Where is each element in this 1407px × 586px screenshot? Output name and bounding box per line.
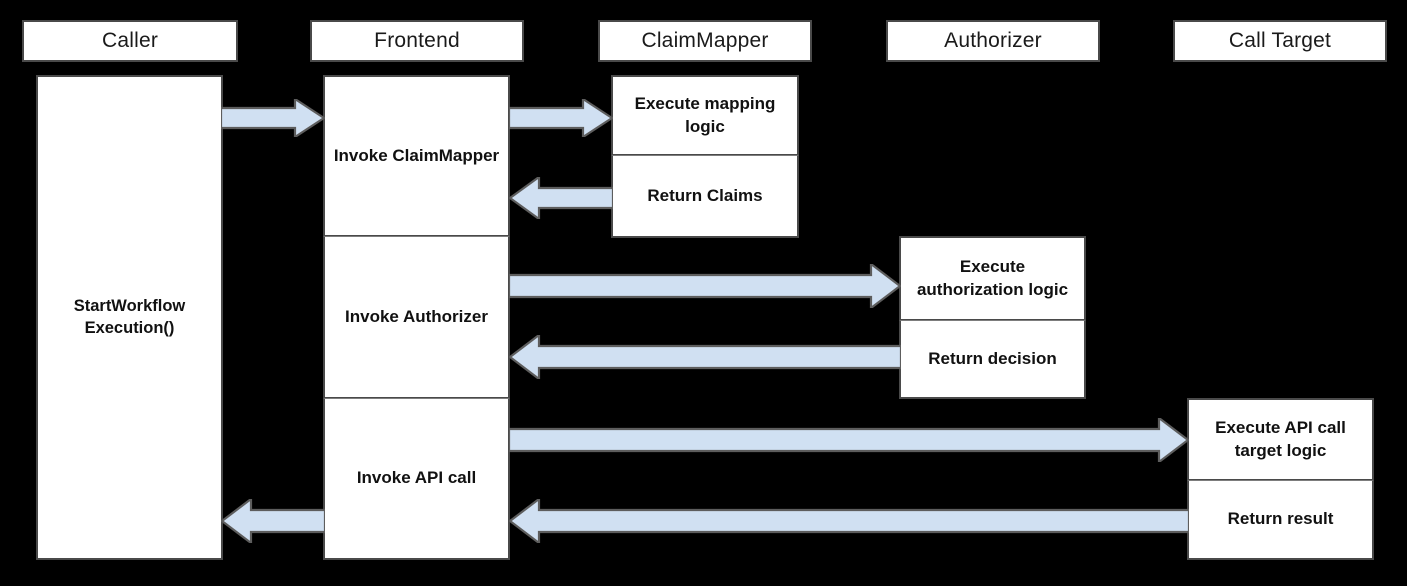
lane-header-authorizer-label: Authorizer xyxy=(944,29,1042,52)
activation-frontend-invoke-authorizer: Invoke Authorizer xyxy=(323,236,510,399)
activation-frontend-invoke-api-call: Invoke API call xyxy=(323,398,510,560)
activation-frontend-invoke-authorizer-label: Invoke Authorizer xyxy=(345,306,488,326)
activation-caller-startworkflow-label: StartWorkflow Execution() xyxy=(73,297,186,337)
activation-authorizer-execute-authorization-logic: Execute authorization logic xyxy=(899,236,1086,321)
message-arrow-caller-to-frontend xyxy=(221,99,325,137)
activation-claimmapper-execute-mapping-logic: Execute mapping logic xyxy=(611,75,799,156)
activation-authorizer-execute-authorization-logic-label: Execute authorization logic xyxy=(916,257,1069,299)
lane-header-calltarget: Call Target xyxy=(1173,20,1387,62)
message-arrow-frontend-to-caller xyxy=(221,499,325,543)
activation-frontend-invoke-claimmapper-label: Invoke ClaimMapper xyxy=(333,145,500,165)
activation-authorizer-return-decision: Return decision xyxy=(899,320,1086,399)
lane-header-claimmapper: ClaimMapper xyxy=(598,20,812,62)
activation-frontend-invoke-api-call-label: Invoke API call xyxy=(356,468,477,488)
activation-claimmapper-execute-mapping-logic-label: Execute mapping logic xyxy=(634,94,776,136)
activation-authorizer-return-decision-label: Return decision xyxy=(928,348,1057,368)
activation-calltarget-return-result: Return result xyxy=(1187,480,1374,560)
message-arrow-calltarget-to-frontend xyxy=(509,499,1189,543)
activation-calltarget-execute-api-call-target-logic-label: Execute API call target logic xyxy=(1215,418,1346,460)
lane-header-frontend-label: Frontend xyxy=(374,29,460,52)
activation-calltarget-execute-api-call-target-logic: Execute API call target logic xyxy=(1187,398,1374,481)
lane-header-caller-label: Caller xyxy=(101,29,159,52)
message-arrow-frontend-to-authorizer xyxy=(509,264,901,308)
message-arrow-frontend-to-calltarget xyxy=(509,418,1189,462)
activation-claimmapper-return-claims: Return Claims xyxy=(611,155,799,238)
lane-header-caller: Caller xyxy=(22,20,238,62)
message-arrow-frontend-to-claimmapper xyxy=(509,99,613,137)
lane-header-authorizer: Authorizer xyxy=(886,20,1100,62)
lane-header-frontend: Frontend xyxy=(310,20,524,62)
lane-header-calltarget-label: Call Target xyxy=(1228,29,1332,52)
activation-claimmapper-return-claims-label: Return Claims xyxy=(647,185,763,205)
message-arrow-authorizer-to-frontend xyxy=(509,335,901,379)
activation-caller-startworkflow: StartWorkflow Execution() xyxy=(36,75,223,560)
lane-header-claimmapper-label: ClaimMapper xyxy=(641,29,769,52)
activation-frontend-invoke-claimmapper: Invoke ClaimMapper xyxy=(323,75,510,237)
message-arrow-claimmapper-to-frontend xyxy=(509,177,613,219)
activation-calltarget-return-result-label: Return result xyxy=(1227,509,1334,529)
